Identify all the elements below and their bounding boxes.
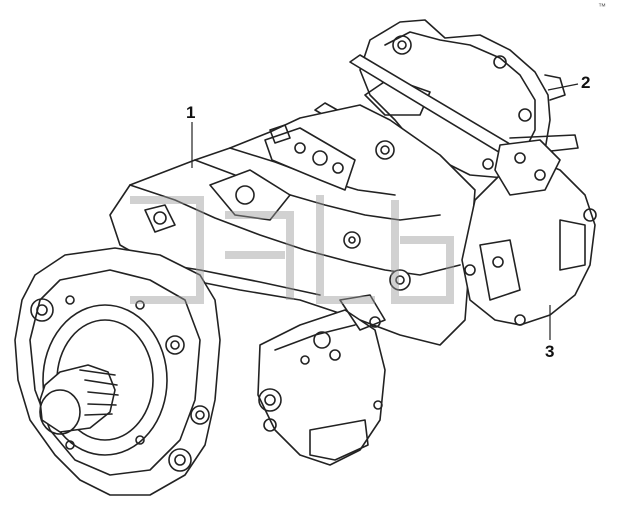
callout-label-2: 2 <box>581 73 591 92</box>
callout-label-3: 3 <box>545 342 555 361</box>
watermark-logo <box>130 195 454 304</box>
corner-trademark: ™ <box>598 2 606 11</box>
callout-label-1: 1 <box>186 103 196 122</box>
side-fitting <box>343 231 411 291</box>
rear-regulator <box>461 139 597 326</box>
splined-shaft <box>39 364 119 435</box>
front-regulator <box>257 294 386 466</box>
main-pump-body <box>109 104 476 346</box>
leader-lines <box>191 83 579 340</box>
leader-line-2 <box>547 83 579 91</box>
front-mounting-flange <box>14 247 221 496</box>
